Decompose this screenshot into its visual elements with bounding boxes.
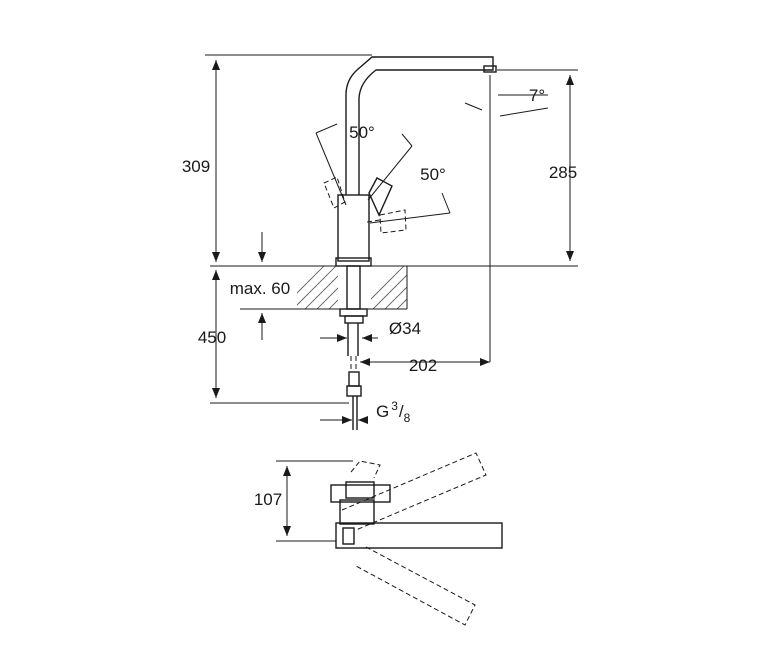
dim-thread-g: G xyxy=(376,402,389,421)
dim-hole-diameter: Ø34 xyxy=(389,319,421,338)
dim-total-height: 309 xyxy=(182,157,210,176)
dim-thread-num: 3 xyxy=(391,399,398,413)
dimension-lines xyxy=(205,54,578,424)
dim-lever-offset: 107 xyxy=(254,490,282,509)
side-view: 309 285 7° 50° 50° max. 60 450 Ø34 202 G… xyxy=(182,54,578,430)
dim-spout-reach: 202 xyxy=(409,356,437,375)
dim-spout-height: 285 xyxy=(549,163,577,182)
dim-lever-angle-back: 50° xyxy=(349,123,375,142)
dimension-labels: 309 285 7° 50° 50° max. 60 450 Ø34 202 G… xyxy=(182,86,577,425)
dim-thread-den: 8 xyxy=(404,411,411,425)
dim-max-countertop: max. 60 xyxy=(230,279,290,298)
top-view: 107 xyxy=(254,452,503,626)
countertop-section xyxy=(297,265,408,310)
dim-spout-angle: 7° xyxy=(529,86,545,105)
dim-hose-length: 450 xyxy=(198,328,226,347)
dim-lever-angle-front: 50° xyxy=(420,165,446,184)
